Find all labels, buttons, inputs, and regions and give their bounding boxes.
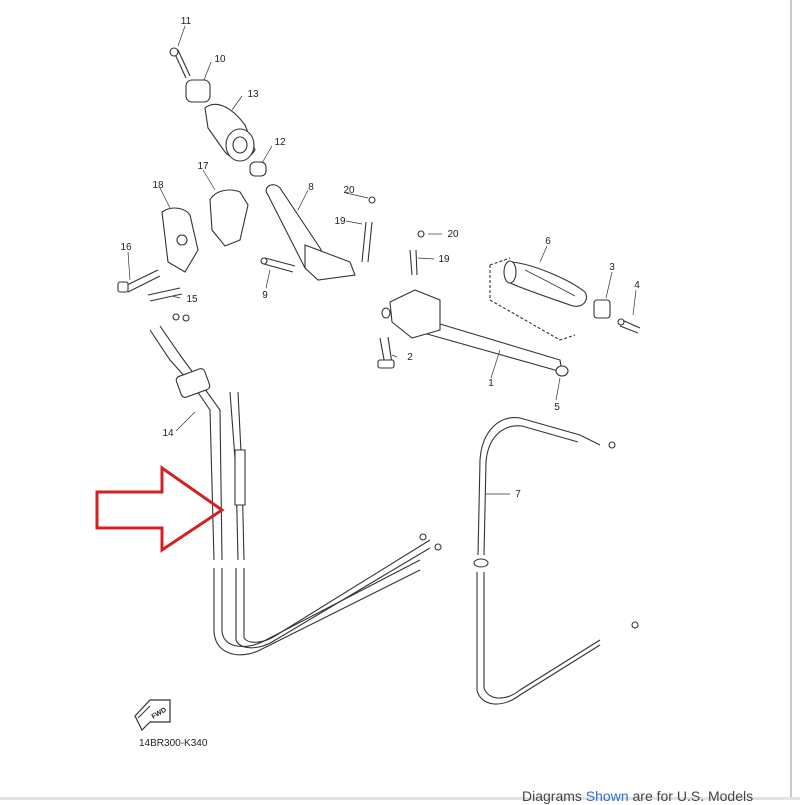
footer-link[interactable]: Shown bbox=[585, 788, 629, 804]
footer-prefix: Diagrams bbox=[522, 788, 586, 804]
callout-7: 7 bbox=[515, 489, 521, 500]
footer-suffix: are for U.S. Models bbox=[628, 788, 754, 804]
callout-19-left: 19 bbox=[334, 216, 346, 227]
diagram-footer-note: Diagrams Shown are for U.S. Models bbox=[522, 788, 753, 804]
callout-4: 4 bbox=[634, 280, 640, 291]
cable-7 bbox=[473, 417, 639, 705]
bottom-edge bbox=[0, 797, 800, 800]
callout-3: 3 bbox=[609, 262, 615, 273]
callout-10: 10 bbox=[214, 54, 226, 65]
callout-12: 12 bbox=[274, 137, 286, 148]
diagram-code: 14BR300-K340 bbox=[139, 738, 208, 749]
callout-15: 15 bbox=[186, 294, 198, 305]
callout-20-right: 20 bbox=[447, 229, 459, 240]
callout-11: 11 bbox=[181, 16, 192, 27]
callout-14: 14 bbox=[162, 428, 174, 439]
callout-16: 16 bbox=[120, 242, 132, 253]
fwd-indicator: FWD bbox=[134, 699, 171, 732]
throttle-cable-assembly bbox=[149, 313, 442, 656]
callout-1: 1 bbox=[488, 378, 494, 389]
callout-8: 8 bbox=[308, 182, 314, 193]
callout-9: 9 bbox=[262, 290, 268, 301]
callout-19-right: 19 bbox=[438, 254, 450, 265]
scroll-edge bbox=[790, 0, 792, 800]
leader-lines bbox=[127, 25, 637, 495]
left-upper-assembly bbox=[117, 47, 376, 302]
callout-6: 6 bbox=[545, 236, 551, 247]
callout-2: 2 bbox=[407, 352, 413, 363]
callout-17: 17 bbox=[197, 161, 209, 172]
right-handlebar-assembly bbox=[377, 230, 641, 377]
callout-13: 13 bbox=[247, 89, 259, 100]
callout-labels: 11 10 13 12 17 18 8 20 19 16 15 9 14 20 … bbox=[120, 16, 640, 500]
callout-18: 18 bbox=[152, 180, 164, 191]
callout-5: 5 bbox=[554, 402, 560, 413]
highlight-arrow bbox=[95, 465, 225, 553]
callout-20-left: 20 bbox=[343, 185, 355, 196]
